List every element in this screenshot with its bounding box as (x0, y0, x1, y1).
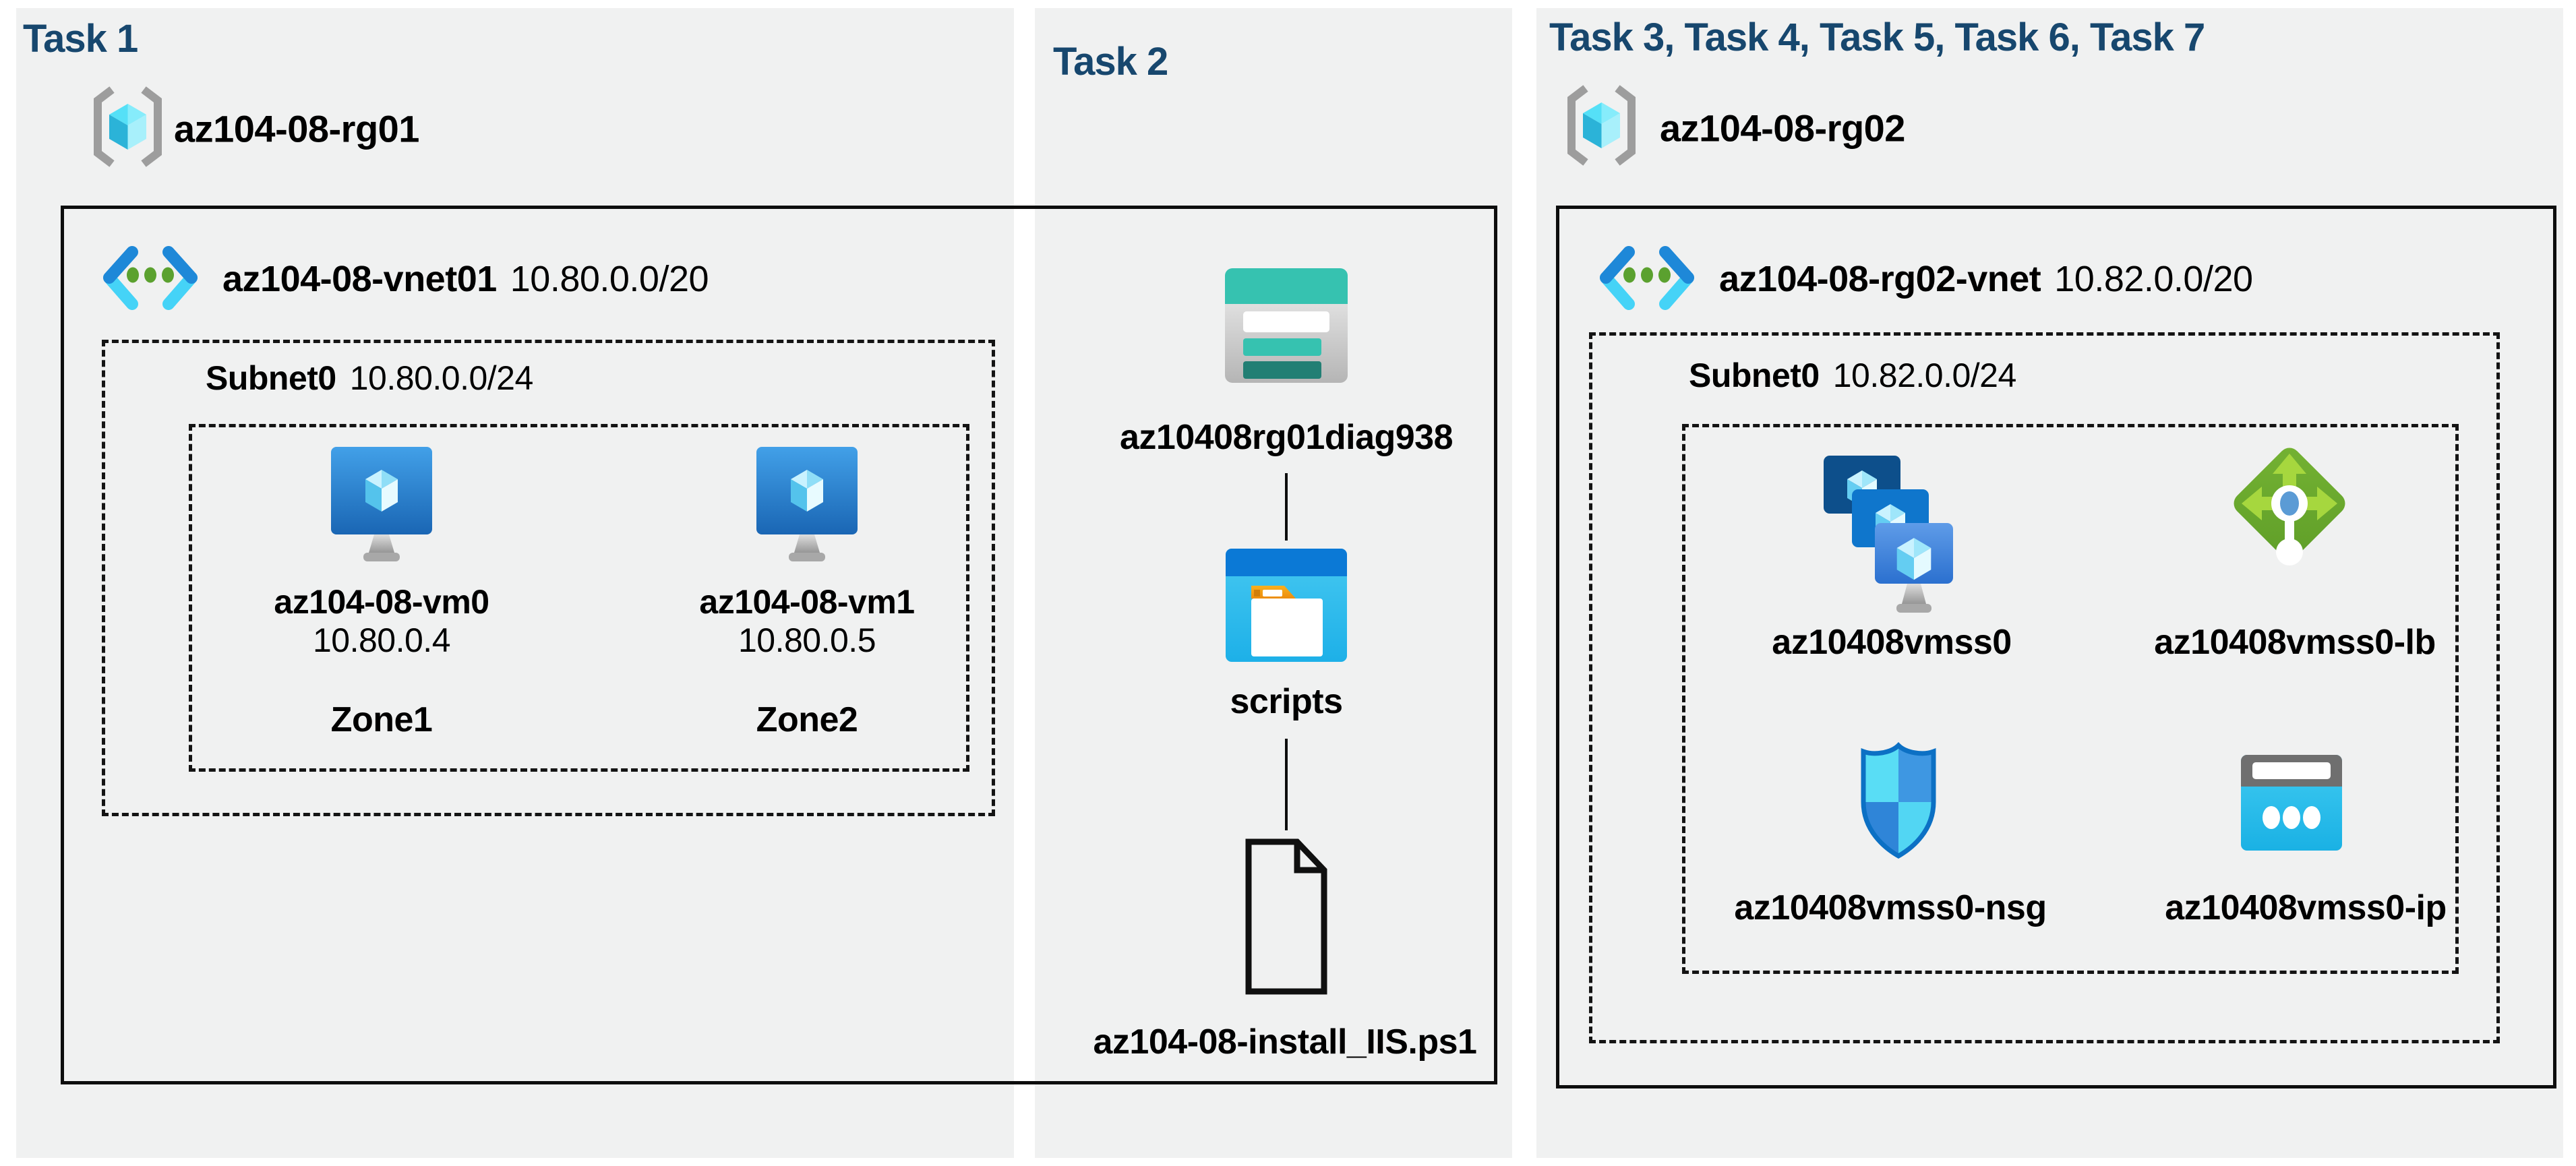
virtual-network-icon (98, 243, 202, 314)
vnet2-box (1556, 206, 2556, 1088)
vm1-ip-label: 10.80.0.5 (738, 621, 876, 659)
container-label: scripts (1230, 682, 1343, 721)
subnet0-label: Subnet0 10.82.0.0/24 (1689, 356, 2016, 395)
task1-panel (16, 8, 1014, 1158)
script-file-label: az104-08-install_IIS.ps1 (1093, 1022, 1477, 1062)
subnet0-box (1589, 332, 2500, 1043)
blob-container-icon (1226, 549, 1347, 662)
task2-title: Task 2 (1053, 40, 1168, 84)
subnet0-label: Subnet0 10.80.0.0/24 (206, 359, 533, 398)
task3-panel (1536, 8, 2563, 1158)
vm0-ip-label: 10.80.0.4 (312, 621, 451, 659)
vmss-label: az10408vmss0 (1772, 623, 2012, 662)
virtual-machine-icon (756, 447, 858, 563)
resource-group-icon (1563, 85, 1640, 166)
load-balancer-icon (2221, 441, 2356, 591)
vm0-zone-label: Zone1 (330, 700, 433, 739)
storage-account-label: az10408rg01diag938 (1119, 418, 1454, 457)
vm1-zone-label: Zone2 (756, 700, 858, 739)
subnet0-name: Subnet0 (1689, 357, 1820, 394)
resource-group-label: az104-08-rg01 (174, 107, 419, 150)
lb-label: az10408vmss0-lb (2154, 623, 2436, 662)
vnet-cidr: 10.82.0.0/20 (2054, 259, 2253, 299)
virtual-network-icon (1595, 243, 1699, 314)
vnet-name: az104-08-vnet01 (222, 259, 497, 299)
resource-group-label: az104-08-rg02 (1660, 106, 1905, 150)
network-security-group-icon (1854, 739, 1943, 863)
connector-storage-container (1285, 473, 1288, 541)
vnet1-box (61, 206, 1497, 1084)
vmss-resources-box (1682, 424, 2459, 974)
public-ip-icon (2241, 755, 2342, 851)
virtual-machine-icon (331, 447, 432, 563)
vnet-label: az104-08-vnet01 10.80.0.0/20 (222, 258, 709, 300)
vm-scale-set-icon (1818, 450, 1953, 619)
task3-title: Task 3, Task 4, Task 5, Task 6, Task 7 (1549, 16, 2205, 59)
nsg-label: az10408vmss0-nsg (1734, 888, 2047, 927)
subnet0-cidr: 10.80.0.0/24 (349, 359, 534, 397)
resource-group-icon (89, 86, 167, 167)
subnet0-cidr: 10.82.0.0/24 (1832, 357, 2017, 394)
pip-label: az10408vmss0-ip (2165, 888, 2447, 927)
vnet-cidr: 10.80.0.0/20 (510, 259, 709, 299)
zones-box (189, 424, 969, 772)
connector-container-file (1285, 739, 1288, 830)
vm0-name-label: az104-08-vm0 (274, 583, 489, 621)
subnet0-box (102, 340, 995, 816)
subnet0-name: Subnet0 (206, 359, 336, 397)
vnet-label: az104-08-rg02-vnet 10.82.0.0/20 (1719, 258, 2253, 300)
task1-title: Task 1 (23, 17, 138, 61)
vm1-name-label: az104-08-vm1 (699, 583, 915, 621)
vnet-name: az104-08-rg02-vnet (1719, 259, 2041, 299)
script-file-icon (1242, 837, 1330, 996)
storage-account-icon (1225, 268, 1348, 383)
